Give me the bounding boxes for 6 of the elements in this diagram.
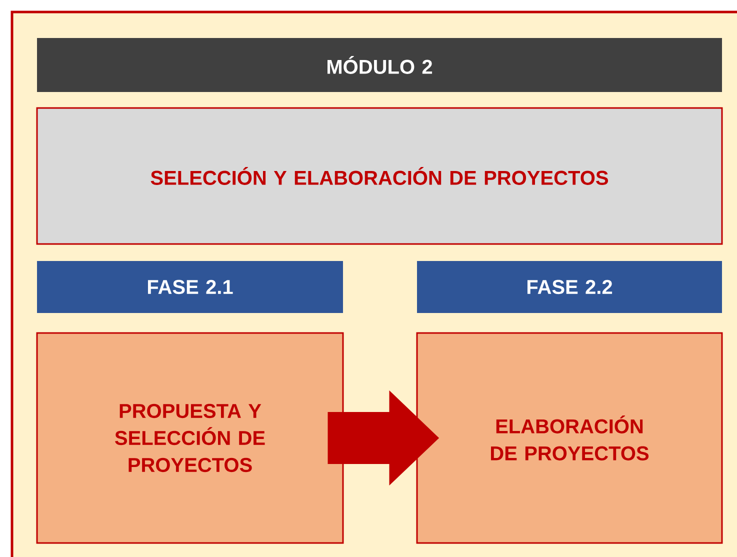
heading-box: SELECCIÓN Y ELABORACIÓN DE PROYECTOS [36,107,723,245]
phase-bar: FASE 2.1 [37,261,343,313]
title-bar: MÓDULO 2 [37,38,722,92]
phase-box: PROPUESTA Y SELECCIÓN DE PROYECTOS [36,332,344,544]
phase-box: ELABORACIÓN DE PROYECTOS [416,332,723,544]
phase-bar: FASE 2.2 [417,261,722,313]
